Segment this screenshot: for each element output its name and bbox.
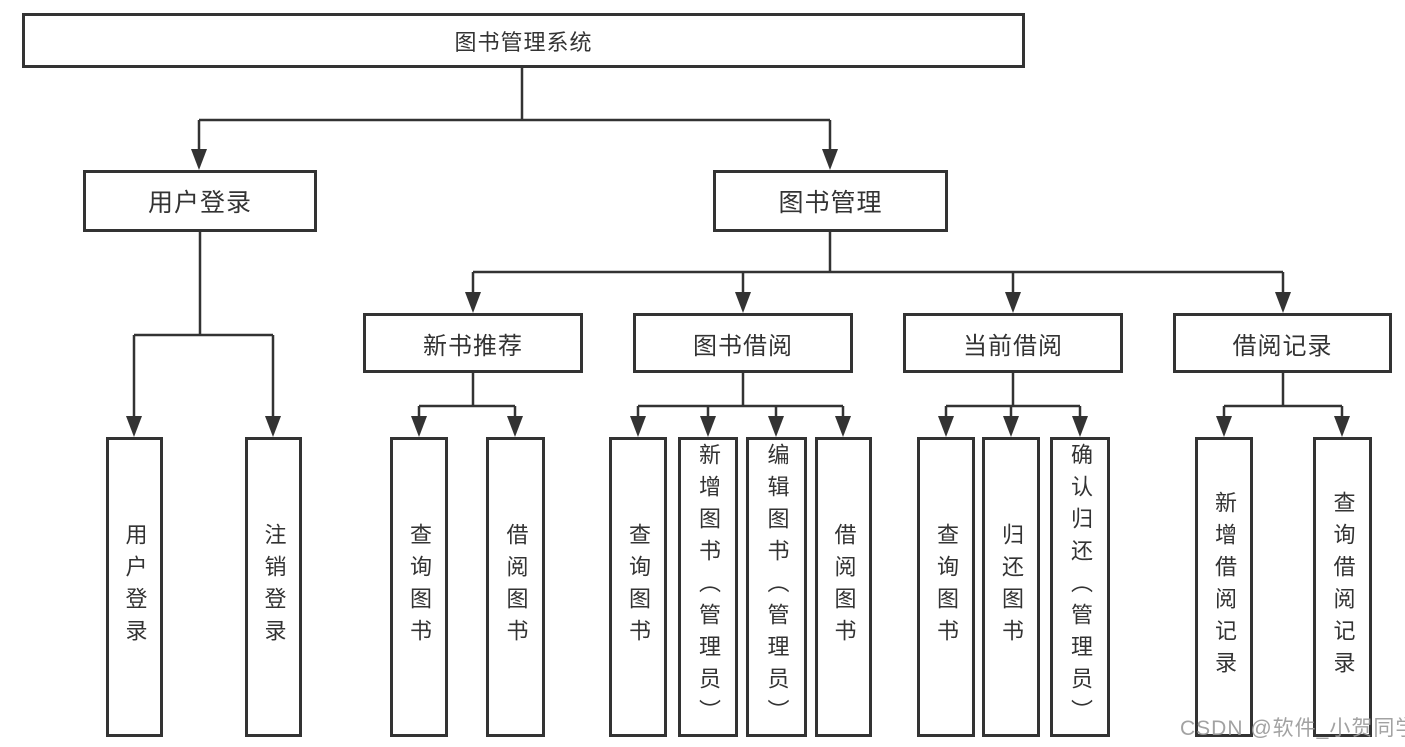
node-leaf-return-books: 归还图书	[982, 437, 1040, 737]
arrowhead-icons	[126, 149, 1350, 437]
arrow-down-icon	[768, 416, 784, 437]
node-leaf-add-books-admin: 新增图书（管理员）	[678, 437, 738, 737]
leaf-label: 查询借阅记录	[1330, 491, 1356, 683]
arrow-down-icon	[835, 416, 851, 437]
node-book-borrow: 图书借阅	[633, 313, 853, 373]
connectors-userlogin-to-leaves	[132, 232, 275, 419]
connectors-newbook-to-leaves	[417, 373, 517, 419]
arrow-down-icon	[507, 416, 523, 437]
leaf-label: 借阅图书	[503, 523, 529, 651]
arrow-down-icon	[265, 416, 281, 437]
arrow-down-icon	[1005, 292, 1021, 313]
arrow-down-icon	[1275, 292, 1291, 313]
leaf-label: 归还图书	[999, 523, 1024, 651]
node-new-book-recommend: 新书推荐	[363, 313, 583, 373]
arrow-down-icon	[126, 416, 142, 437]
leaf-label: 新增借阅记录	[1212, 491, 1237, 683]
connectors-records-to-leaves	[1222, 373, 1344, 419]
node-root-system: 图书管理系统	[22, 13, 1025, 68]
node-leaf-query-books-1: 查询图书	[390, 437, 448, 737]
connectors-root-to-level2	[197, 68, 832, 152]
node-leaf-query-borrow-record: 查询借阅记录	[1313, 437, 1372, 737]
arrow-down-icon	[191, 149, 207, 170]
connectors-current-to-leaves	[944, 373, 1082, 419]
arrow-down-icon	[465, 292, 481, 313]
arrow-down-icon	[1216, 416, 1232, 437]
node-borrow-records: 借阅记录	[1173, 313, 1392, 373]
node-user-login: 用户登录	[83, 170, 317, 232]
arrow-down-icon	[700, 416, 716, 437]
node-leaf-logout: 注销登录	[245, 437, 302, 737]
node-leaf-query-books-3: 查询图书	[917, 437, 975, 737]
node-leaf-add-borrow-record: 新增借阅记录	[1195, 437, 1253, 737]
node-leaf-borrow-books-1: 借阅图书	[486, 437, 545, 737]
leaf-label: 查询图书	[626, 523, 651, 651]
arrow-down-icon	[938, 416, 954, 437]
leaf-label: 注销登录	[261, 523, 287, 651]
arrow-down-icon	[1072, 416, 1088, 437]
node-current-borrow: 当前借阅	[903, 313, 1123, 373]
leaf-label: 新增图书（管理员）	[696, 443, 721, 731]
node-leaf-borrow-books-2: 借阅图书	[815, 437, 872, 737]
leaf-label: 借阅图书	[831, 523, 857, 651]
node-leaf-query-books-2: 查询图书	[609, 437, 667, 737]
leaf-label: 查询图书	[934, 523, 959, 651]
arrow-down-icon	[630, 416, 646, 437]
connectors-borrow-to-leaves	[636, 373, 845, 419]
arrow-down-icon	[1334, 416, 1350, 437]
connectors-bookmgmt-to-level3	[471, 232, 1285, 295]
arrow-down-icon	[822, 149, 838, 170]
node-leaf-user-login: 用户登录	[106, 437, 163, 737]
csdn-watermark: CSDN @软件_小贺同学	[1180, 717, 1405, 740]
node-leaf-confirm-return-admin: 确认归还（管理员）	[1050, 437, 1110, 737]
arrow-down-icon	[411, 416, 427, 437]
leaf-label: 确认归还（管理员）	[1068, 443, 1093, 731]
arrow-down-icon	[735, 292, 751, 313]
leaf-label: 编辑图书（管理员）	[764, 443, 790, 731]
leaf-label: 查询图书	[407, 523, 432, 651]
leaf-label: 用户登录	[122, 523, 148, 651]
node-leaf-edit-books-admin: 编辑图书（管理员）	[746, 437, 807, 737]
node-book-management: 图书管理	[713, 170, 948, 232]
arrow-down-icon	[1003, 416, 1019, 437]
